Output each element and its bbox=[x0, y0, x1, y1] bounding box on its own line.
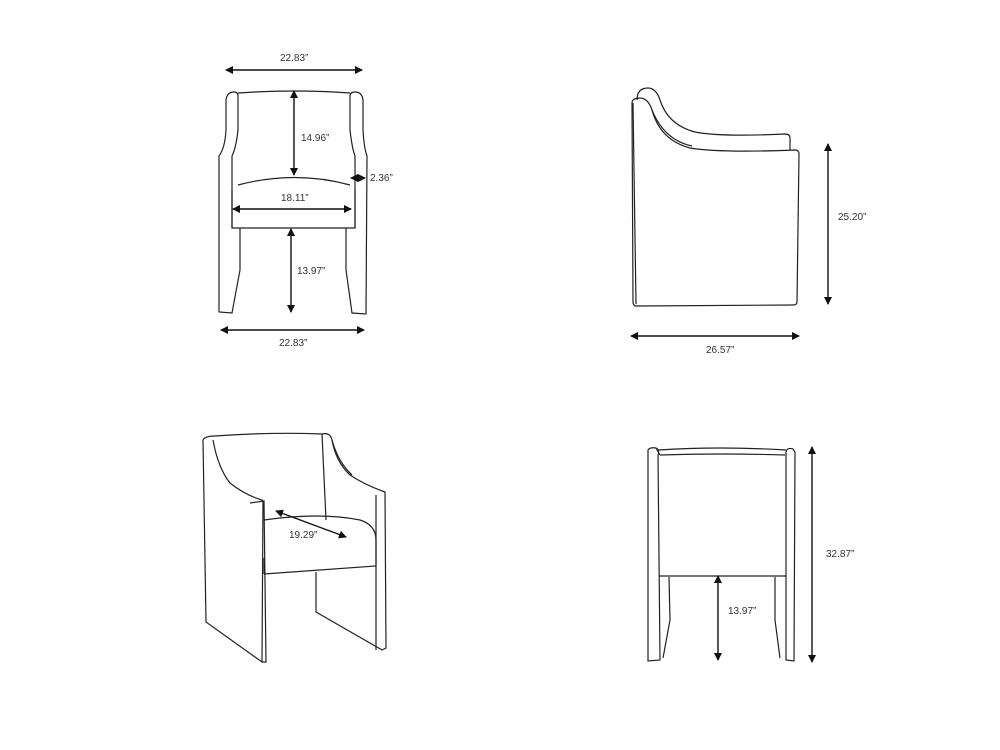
side-depth-label: 26.57” bbox=[706, 345, 735, 356]
perspective-seat-depth-label: 19.29” bbox=[289, 530, 318, 541]
front-top-width-label: 22.83” bbox=[280, 53, 309, 64]
front-arm-width-label: 2.36” bbox=[370, 173, 393, 184]
back-view-dimension-lines bbox=[714, 446, 816, 663]
front-back-height-label: 14.96” bbox=[301, 133, 330, 144]
back-total-height-label: 32.87” bbox=[826, 549, 855, 560]
back-seat-height-label: 13.97” bbox=[728, 606, 757, 617]
back-view bbox=[647, 447, 796, 662]
side-view bbox=[631, 87, 800, 307]
side-arm-height-label: 25.20” bbox=[838, 212, 867, 223]
side-view-dimension-lines bbox=[630, 143, 832, 340]
front-view-dimension-lines bbox=[220, 66, 366, 334]
perspective-view-dimension-lines bbox=[275, 509, 347, 539]
front-bottom-width-label: 22.83” bbox=[279, 338, 308, 349]
front-seat-height-label: 13.97” bbox=[297, 266, 326, 277]
perspective-view bbox=[202, 432, 387, 664]
front-seat-width-label: 18.11” bbox=[281, 193, 309, 204]
